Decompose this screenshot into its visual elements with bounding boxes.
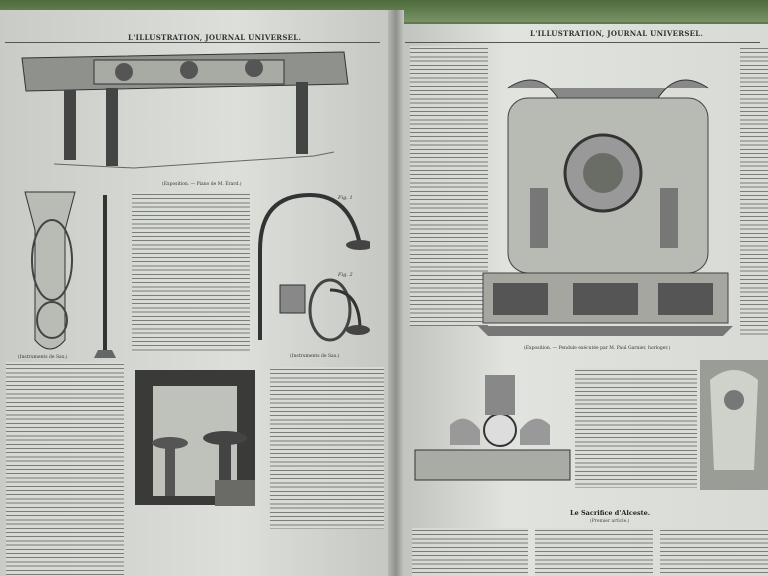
piano-caption: (Exposition. — Piano de M. Érard.) <box>162 182 242 187</box>
text-column <box>270 367 384 529</box>
sax-caption-right: (Instruments de Sax.) <box>290 354 340 359</box>
text-column <box>412 528 528 576</box>
text-column <box>6 362 124 576</box>
header-rule <box>405 42 760 43</box>
cornet-illustration <box>258 192 370 342</box>
article-title: Le Sacrifice d'Alceste. <box>570 509 651 517</box>
pendule-clock-illustration <box>478 79 733 336</box>
angel-sculpture-illustration <box>700 360 768 490</box>
fig2-label: Fig. 2 <box>338 272 353 278</box>
right-page-header: L'ILLUSTRATION, JOURNAL UNIVERSEL. <box>530 29 704 38</box>
saxhorn-illustration <box>24 191 116 358</box>
text-column <box>132 192 250 352</box>
sax-caption-left: (Instruments de Sax.) <box>18 355 68 360</box>
text-column <box>535 528 653 576</box>
clock-caption: (Exposition. — Pendule exécutée par M. P… <box>524 346 671 351</box>
page-gutter <box>388 10 404 576</box>
mantel-clock-illustration <box>414 375 571 481</box>
text-column <box>575 368 697 488</box>
header-rule <box>5 42 380 43</box>
text-column <box>410 46 488 326</box>
fig1-label: Fig. 1 <box>338 195 353 201</box>
text-column <box>660 528 768 576</box>
left-page-header: L'ILLUSTRATION, JOURNAL UNIVERSEL. <box>128 33 302 42</box>
fireplace-illustration <box>135 370 255 506</box>
text-column <box>740 46 768 336</box>
article-subtitle: (Premier article.) <box>590 519 630 524</box>
piano-illustration <box>21 51 349 169</box>
